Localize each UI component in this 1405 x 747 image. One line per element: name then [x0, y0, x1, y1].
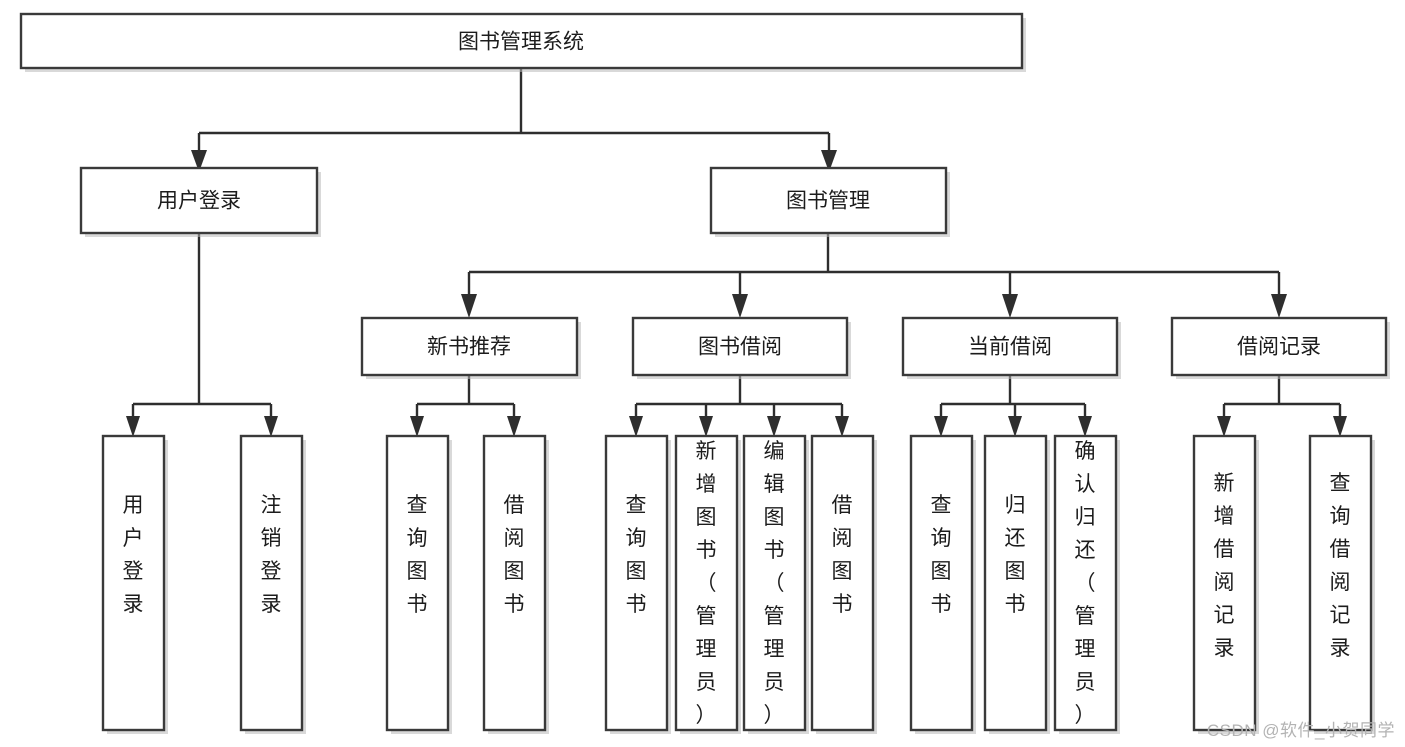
node-recommend-borrow-book-label: 借阅图书 [504, 494, 525, 616]
nodes-layer: 图书管理系统 用户登录 图书管理 新书推荐 [19, 12, 1390, 734]
node-record-add-box [1192, 434, 1257, 732]
node-borrow-add-book-box [674, 434, 739, 732]
arrowhead-recommend-query-book [410, 416, 424, 437]
node-borrow-query-book[interactable]: 查询图书 [604, 434, 671, 734]
arrowhead-current-query-book [934, 416, 948, 437]
node-user-logout-box [239, 434, 304, 732]
arrowhead-book-borrow [732, 294, 748, 318]
node-book-borrow-box [631, 316, 849, 377]
arrowhead-recommend-borrow-book [507, 416, 521, 437]
node-borrow-edit-book-label: 编辑图书（管理员） [764, 440, 785, 727]
node-borrow-edit-book-box [742, 434, 807, 732]
node-user-login-box [79, 166, 319, 235]
node-current-confirm-return-box [1053, 434, 1118, 732]
arrowhead-borrow-edit-book [767, 416, 781, 437]
node-user-login-do[interactable]: 用户登录 [101, 434, 168, 734]
node-borrow-borrow-book-label: 借阅图书 [832, 494, 853, 616]
node-current-query-book-box [909, 434, 974, 732]
node-borrow-query-book-box [604, 434, 669, 732]
node-borrow-query-book-label: 查询图书 [626, 494, 647, 616]
node-user-login-do-box [101, 434, 166, 732]
node-user-login-do-label: 用户登录 [123, 494, 144, 616]
node-current-query-book[interactable]: 查询图书 [909, 434, 976, 734]
node-borrow-edit-book[interactable]: 编辑图书（管理员） [742, 434, 809, 734]
node-book-manage-label: 图书管理 [786, 190, 870, 213]
node-new-book-recommend[interactable]: 新书推荐 [360, 316, 581, 379]
arrowhead-record-query [1333, 416, 1347, 437]
node-borrow-record-box [1170, 316, 1388, 377]
node-current-borrow[interactable]: 当前借阅 [901, 316, 1121, 379]
node-record-add-label: 新增借阅记录 [1214, 472, 1235, 660]
node-record-query[interactable]: 查询借阅记录 [1308, 434, 1375, 734]
arrowhead-user-login-do [126, 416, 140, 437]
node-current-borrow-box [901, 316, 1119, 377]
arrowhead-borrow-add-book [699, 416, 713, 437]
node-user-login[interactable]: 用户登录 [79, 166, 321, 237]
connectors-layer [126, 68, 1347, 437]
node-current-return-book-label: 归还图书 [1005, 494, 1026, 616]
node-record-query-label: 查询借阅记录 [1330, 472, 1351, 660]
arrowhead-borrow-query-book [629, 416, 643, 437]
node-new-book-recommend-box [360, 316, 579, 377]
node-current-confirm-return-label: 确认归还（管理员） [1075, 440, 1096, 727]
node-borrow-borrow-book-box [810, 434, 875, 732]
node-borrow-borrow-book[interactable]: 借阅图书 [810, 434, 877, 734]
node-current-borrow-label: 当前借阅 [968, 336, 1052, 359]
node-book-borrow-label: 图书借阅 [698, 336, 782, 359]
node-borrow-add-book[interactable]: 新增图书（管理员） [674, 434, 741, 734]
node-user-logout[interactable]: 注销登录 [239, 434, 306, 734]
node-recommend-query-book[interactable]: 查询图书 [385, 434, 452, 734]
arrowhead-borrow-record [1271, 294, 1287, 318]
node-borrow-add-book-label: 新增图书（管理员） [696, 440, 717, 727]
node-current-return-book-box [983, 434, 1048, 732]
node-current-confirm-return[interactable]: 确认归还（管理员） [1053, 434, 1120, 734]
node-recommend-borrow-book-box [482, 434, 547, 732]
arrowhead-book-manage [821, 150, 837, 172]
node-borrow-record-label: 借阅记录 [1237, 336, 1321, 359]
arrowhead-current-borrow [1002, 294, 1018, 318]
node-user-login-label: 用户登录 [157, 190, 241, 213]
arrowhead-new-book-recommend [461, 294, 477, 318]
csdn-watermark: CSDN @软件_小贺同学 [1206, 721, 1395, 740]
node-root[interactable]: 图书管理系统 [19, 12, 1026, 72]
node-recommend-borrow-book[interactable]: 借阅图书 [482, 434, 549, 734]
arrowhead-record-add [1217, 416, 1231, 437]
arrowhead-user-logout [264, 416, 278, 437]
arrowhead-current-return-book [1008, 416, 1022, 437]
node-recommend-query-book-box [385, 434, 450, 732]
node-book-borrow[interactable]: 图书借阅 [631, 316, 851, 379]
node-borrow-record[interactable]: 借阅记录 [1170, 316, 1390, 379]
arrowhead-borrow-borrow-book [835, 416, 849, 437]
node-root-label: 图书管理系统 [458, 31, 584, 54]
arrowhead-current-confirm-return [1078, 416, 1092, 437]
node-root-box [19, 12, 1024, 70]
node-book-manage-box [709, 166, 948, 235]
node-current-return-book[interactable]: 归还图书 [983, 434, 1050, 734]
node-record-query-box [1308, 434, 1373, 732]
arrowhead-user-login [191, 150, 207, 172]
node-record-add[interactable]: 新增借阅记录 [1192, 434, 1259, 734]
node-user-logout-label: 注销登录 [261, 494, 282, 616]
node-book-manage[interactable]: 图书管理 [709, 166, 950, 237]
node-recommend-query-book-label: 查询图书 [407, 494, 428, 616]
node-new-book-recommend-label: 新书推荐 [427, 336, 511, 359]
node-current-query-book-label: 查询图书 [931, 494, 952, 616]
